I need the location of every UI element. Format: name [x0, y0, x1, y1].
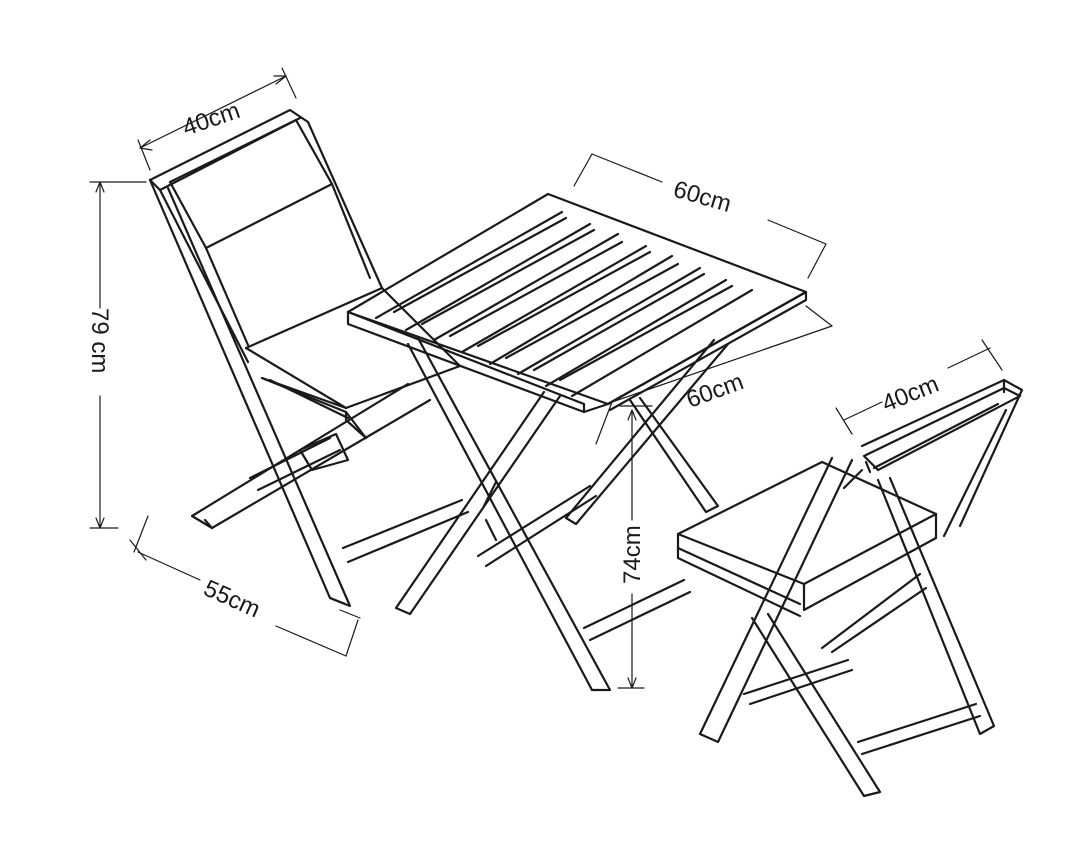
right-chair-width-label: 40cm: [878, 371, 943, 418]
left-chair-width-label: 40cm: [179, 97, 243, 142]
left-chair-depth-label: 55cm: [200, 575, 265, 624]
table-height-label: 74cm: [619, 525, 646, 584]
table-width-label: 60cm: [670, 176, 734, 218]
left-chair-height-label: 79 cm: [86, 308, 113, 373]
dimension-lines: [89, 67, 1003, 689]
table-depth-label: 60cm: [683, 368, 747, 413]
left-chair: [148, 108, 470, 608]
table: [346, 192, 808, 692]
right-chair: [676, 378, 1024, 798]
